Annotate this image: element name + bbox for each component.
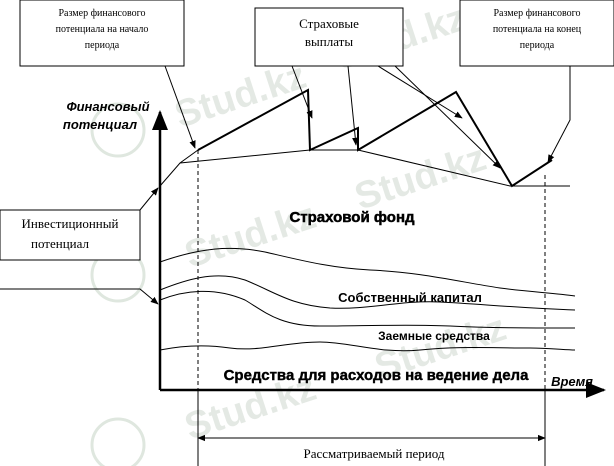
potential-sawtooth	[197, 88, 553, 188]
arrow-investment-bottom	[0, 288, 159, 305]
watermark-group: Stud.kz Stud.kz Stud.kz Stud.kz Stud.kz …	[90, 0, 511, 466]
arrow-end-size	[547, 66, 571, 163]
box-insurance-payouts-line2: выплаты	[305, 34, 353, 49]
box-investment-potential: Инвестиционный потенциал	[0, 209, 141, 261]
potential-curve	[159, 88, 570, 188]
box-start-size-line2: потенциала на начало	[56, 24, 149, 35]
box-end-size-line3: периода	[520, 40, 555, 51]
curve-expenses	[159, 341, 576, 352]
box-end-size-line1: Размер финансового	[494, 8, 581, 19]
arrow-investment-top	[139, 187, 159, 211]
label-insurance-fund: Страховой фонд	[289, 209, 415, 226]
box-insurance-payouts: Страховые выплаты	[254, 7, 404, 67]
box-investment-line1: Инвестиционный	[22, 216, 119, 231]
curve-own-capital	[159, 275, 576, 311]
curve-top-layer	[159, 247, 576, 297]
label-borrowed-funds: Заемные средства	[378, 329, 490, 343]
watermark: Stud.kz	[180, 195, 321, 277]
potential-rise	[159, 149, 199, 187]
watermark-logo-icon	[90, 102, 146, 158]
box-start-size-line1: Размер финансового	[59, 8, 146, 19]
watermark-logo-icon	[90, 417, 146, 466]
period-markers	[197, 150, 546, 390]
arrow-start-size	[164, 65, 196, 149]
arrow-payout-2	[347, 65, 359, 146]
box-end-size-line2: потенциала на конец	[493, 24, 582, 35]
x-axis-label: Время	[551, 374, 593, 389]
period-label-bg	[276, 442, 472, 462]
arrow-payout-4	[394, 65, 501, 169]
box-start-size-line3: периода	[85, 40, 120, 51]
watermark: Stud.kz	[350, 137, 491, 219]
box-investment-line2: потенциал	[31, 236, 89, 251]
label-operating-expenses: Средства для расходов на ведение дела	[224, 367, 529, 384]
box-start-size: Размер финансового потенциала на начало …	[19, 0, 185, 67]
y-axis-label-line2: потенциал	[63, 117, 137, 132]
period-label: Рассматриваемый период	[303, 446, 444, 461]
curve-borrowed	[159, 290, 576, 329]
period-bracket	[197, 390, 546, 466]
box-insurance-payouts-line1: Страховые	[299, 16, 359, 31]
arrow-payout-3	[377, 65, 463, 119]
watermark: Stud.kz	[170, 55, 311, 137]
layer-curves	[159, 247, 576, 352]
label-own-capital: Собственный капитал	[338, 290, 482, 305]
y-axis-label-line1: Финансовый	[66, 99, 149, 114]
box-end-size: Размер финансового потенциала на конец п…	[459, 0, 614, 67]
axes	[152, 110, 606, 398]
